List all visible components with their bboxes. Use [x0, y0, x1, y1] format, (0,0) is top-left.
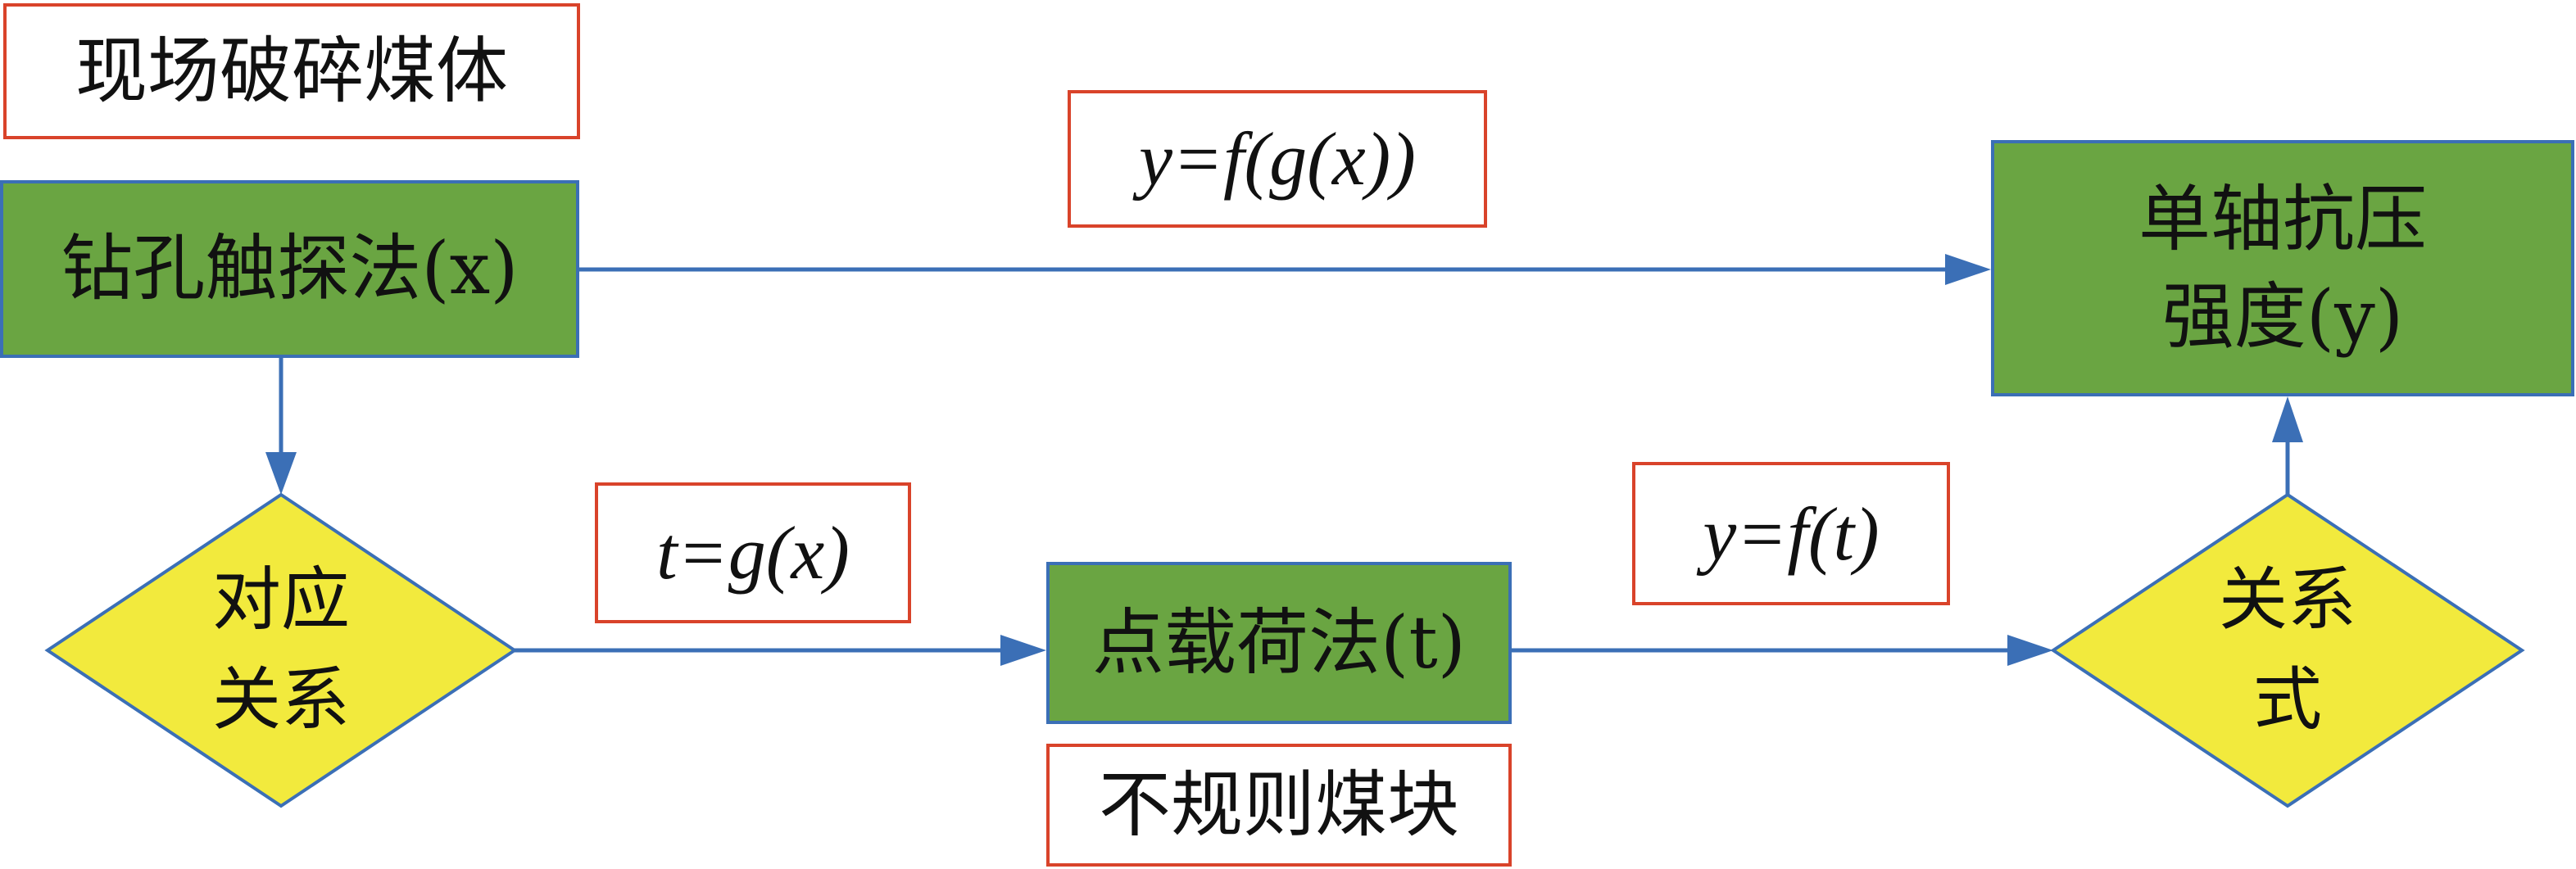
node-ucs: 单轴抗压 强度(y)	[1991, 140, 2574, 396]
node-drilling-probe: 钻孔触探法(x)	[0, 180, 579, 358]
node-ucs-line2: 强度(y)	[2161, 274, 2404, 359]
formula-right: y=f(t)	[1632, 462, 1950, 605]
node-point-load-text: 点载荷法(t)	[1091, 600, 1467, 685]
decision-correspondence-line1: 对应	[211, 559, 350, 640]
formula-middle: t=g(x)	[595, 482, 911, 623]
formula-top: y=f(g(x))	[1068, 90, 1487, 228]
node-ucs-line1: 单轴抗压	[2138, 176, 2427, 261]
node-point-load: 点载荷法(t)	[1046, 562, 1512, 724]
label-irregular-coal-text: 不规则煤块	[1098, 762, 1459, 847]
decision-relation-line1: 关系	[2218, 559, 2356, 640]
label-irregular-coal: 不规则煤块	[1046, 744, 1512, 867]
formula-right-text: y=f(t)	[1703, 491, 1880, 576]
arrowhead-relation-to-ucs	[2272, 396, 2303, 442]
label-field-coal: 现场破碎煤体	[3, 3, 580, 139]
arrowhead-pointload-to-relation	[2007, 635, 2053, 666]
decision-correspondence-shape	[44, 492, 518, 808]
arrowhead-drilling-to-ucs	[1945, 254, 1991, 285]
arrowhead-correspondence-to-pointload	[1000, 635, 1046, 666]
node-drilling-probe-text: 钻孔触探法(x)	[61, 226, 519, 311]
decision-correspondence: 对应 关系	[117, 527, 445, 773]
formula-top-text: y=f(g(x))	[1139, 117, 1416, 201]
decision-correspondence-line2: 关系	[211, 659, 350, 740]
decision-relation: 关系 式	[2124, 527, 2451, 773]
decision-relation-shape	[2050, 492, 2525, 808]
decision-relation-line2: 式	[2252, 659, 2322, 740]
formula-middle-text: t=g(x)	[656, 511, 850, 595]
label-field-coal-text: 现场破碎煤体	[75, 28, 508, 113]
arrowhead-drilling-to-correspondence	[265, 452, 297, 495]
